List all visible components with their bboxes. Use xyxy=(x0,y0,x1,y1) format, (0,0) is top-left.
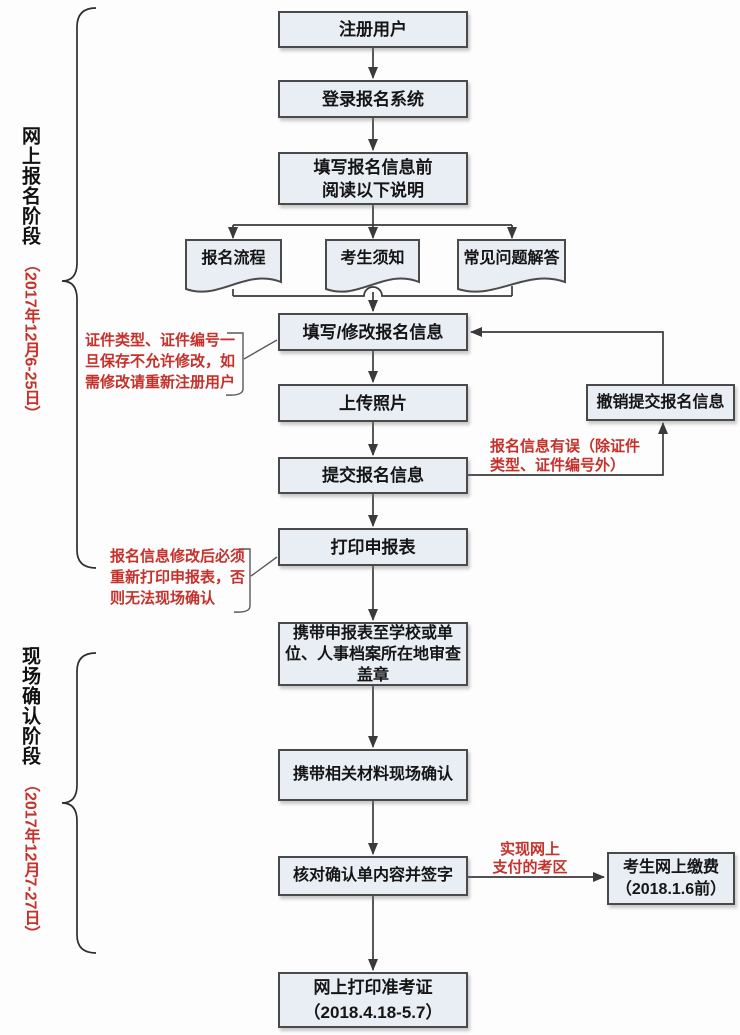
node-read-instructions: 填写报名信息前 阅读以下说明 xyxy=(278,152,468,205)
phase-date: （2017年12月7-27日） xyxy=(21,776,39,942)
node-cancel-submission: 撤销提交报名信息 xyxy=(586,384,735,421)
doc-candidate-notice: 考生须知 xyxy=(340,250,405,267)
node-print-admission-ticket: 网上打印准考证 （2018.4.18-5.7） xyxy=(278,972,468,1028)
doc-registration-process: 报名流程 xyxy=(201,250,266,267)
phase-label: 网上报名阶段 xyxy=(19,126,40,246)
node-onsite-confirm: 携带相关材料现场确认 xyxy=(278,749,468,801)
node-login-system: 登录报名系统 xyxy=(278,80,468,118)
node-register-user: 注册用户 xyxy=(278,11,468,48)
phase-online-registration: 网上报名阶段 （2017年12月6-25日） xyxy=(16,126,43,596)
phase-label: 现场确认阶段 xyxy=(19,646,40,766)
node-submit-info: 提交报名信息 xyxy=(278,457,468,494)
doc-faq: 常见问题解答 xyxy=(463,250,560,267)
node-stamp-review: 携带申报表至学校或单 位、人事档案所在地审查 盖章 xyxy=(278,622,468,686)
callout-brackets xyxy=(225,332,278,613)
annotation-cert-warning: 证件类型、证件编号一 旦保存不允许修改，如 需修改请重新注册用户 xyxy=(85,332,236,391)
node-fill-modify-info: 填写/修改报名信息 xyxy=(278,313,468,351)
node-print-application-form: 打印申报表 xyxy=(278,528,468,566)
annotation-info-error: 报名信息有误（除证件 类型、证件编号外） xyxy=(490,438,641,474)
phase-onsite-confirmation: 现场确认阶段 （2017年12月7-27日） xyxy=(16,646,43,1026)
annotation-reprint-warning: 报名信息修改后必须 重新打印申报表，否 则无法现场确认 xyxy=(110,548,246,607)
document-shapes xyxy=(185,239,566,293)
annotation-online-pay-area: 实现网上 支付的考区 xyxy=(492,841,568,876)
node-check-and-sign: 核对确认单内容并签字 xyxy=(278,856,468,896)
node-online-payment: 考生网上缴费 （2018.1.6前） xyxy=(607,852,735,905)
phase-braces xyxy=(61,7,97,954)
phase-date: （2017年12月6-25日） xyxy=(21,256,39,422)
node-upload-photo: 上传照片 xyxy=(278,384,468,422)
